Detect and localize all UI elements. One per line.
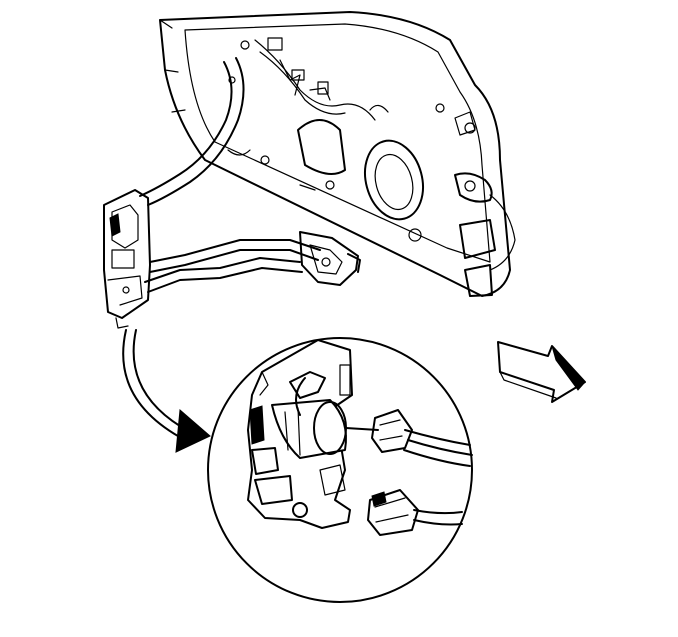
door-hinge-lower (464, 264, 493, 297)
door-hinge-upper (454, 172, 493, 203)
curved-callout-arrow (122, 329, 211, 453)
magnified-detail-circle (207, 337, 473, 603)
outside-handle-cable (139, 57, 245, 206)
latch-body-detail (247, 339, 353, 529)
door-check-link (459, 219, 496, 259)
lock-rods (144, 239, 321, 293)
electrical-connector-upper (371, 409, 473, 467)
door-latch-actuator (103, 189, 151, 329)
panel-opening-upper (297, 119, 346, 175)
door-inner-panel (159, 11, 516, 297)
inside-handle-bracket (299, 231, 361, 286)
vehicle-forward-arrow (497, 341, 586, 403)
electrical-connector-lower (367, 489, 463, 536)
speaker-opening (364, 139, 424, 221)
